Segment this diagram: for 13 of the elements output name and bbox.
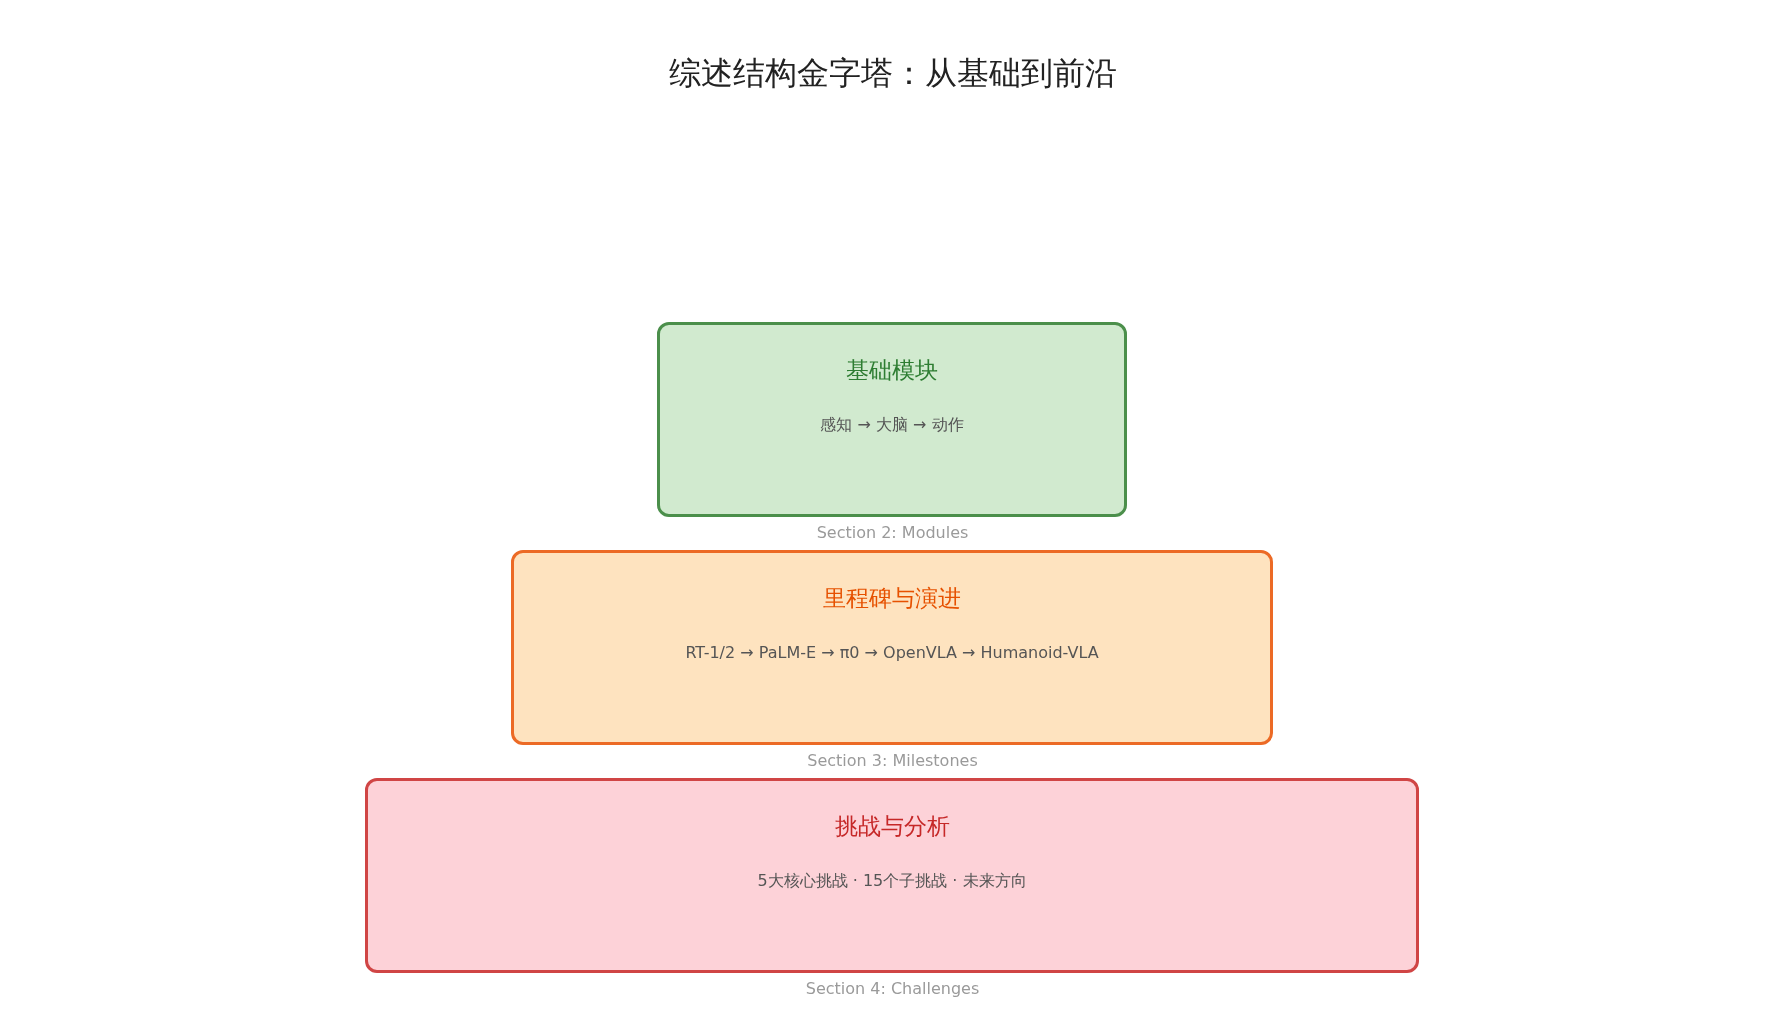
tier-heading: 基础模块: [846, 356, 938, 385]
tier-heading: 里程碑与演进: [823, 584, 961, 613]
pyramid-tier: [365, 778, 1419, 973]
section-caption: Section 4: Challenges: [805, 979, 980, 998]
pyramid-tier: [511, 550, 1273, 745]
pyramid-tier: [657, 322, 1127, 517]
section-caption: Section 3: Milestones: [807, 751, 978, 770]
tier-heading: 挑战与分析: [834, 812, 950, 841]
section-caption: Section 2: Modules: [816, 523, 969, 542]
tier-description: 5大核心挑战 · 15个子挑战 · 未来方向: [757, 871, 1027, 892]
diagram-title: 综述结构金字塔：从基础到前沿: [668, 53, 1117, 94]
tier-description: 感知 → 大脑 → 动作: [820, 415, 964, 436]
tier-description: RT-1/2 → PaLM-E → π0 → OpenVLA → Humanoid-VLA: [685, 643, 1099, 662]
